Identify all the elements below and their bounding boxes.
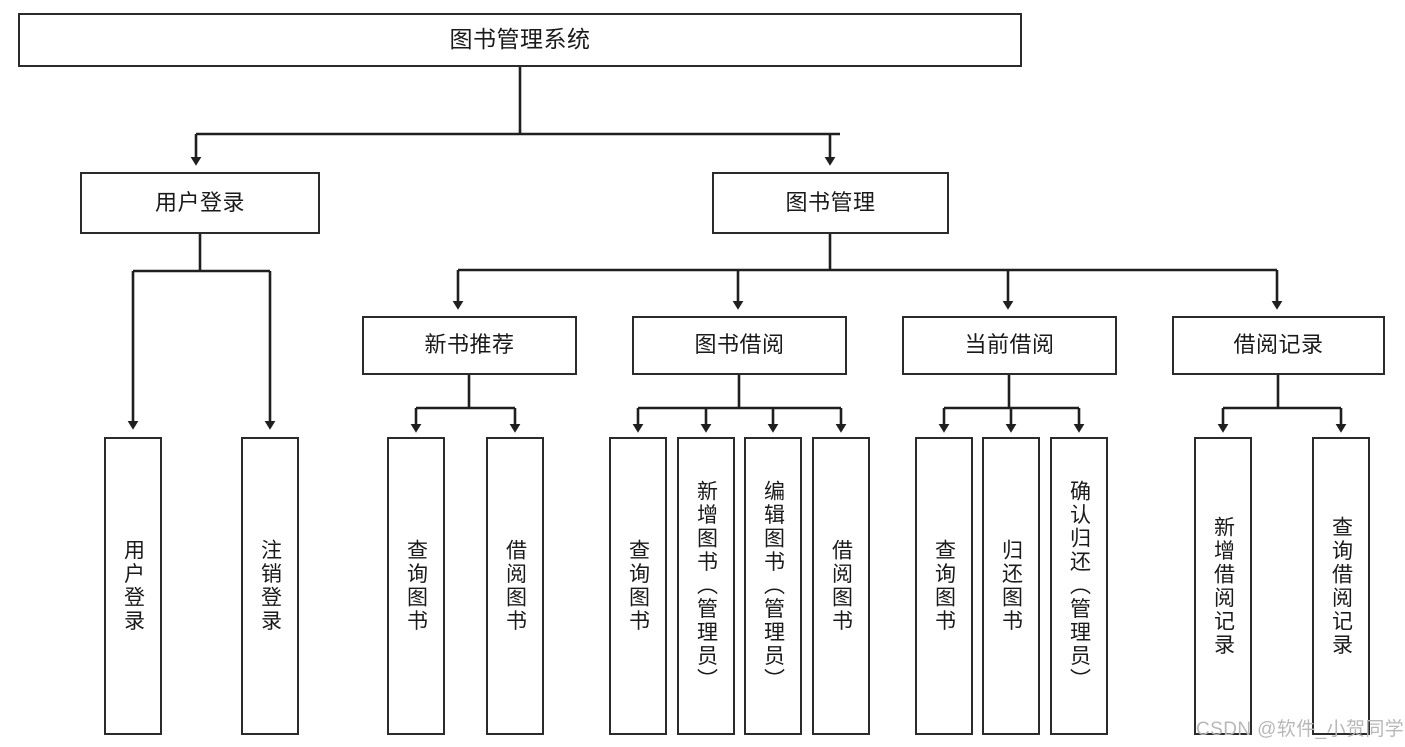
- node-book-borrow[interactable]: 图书借阅: [632, 316, 847, 375]
- node-leaf-query-book-rec-label: 查询图书: [404, 539, 428, 633]
- node-leaf-query-book-rec[interactable]: 查询图书: [387, 437, 445, 735]
- node-borrow-record[interactable]: 借阅记录: [1172, 316, 1385, 375]
- node-book-borrow-label: 图书借阅: [694, 332, 785, 358]
- csdn-watermark: CSDN @软件_小贺同学: [1196, 719, 1405, 740]
- node-leaf-edit-book[interactable]: 编辑图书（管理员）: [744, 437, 802, 735]
- node-leaf-borrow-book-rec[interactable]: 借阅图书: [486, 437, 544, 735]
- node-user-login[interactable]: 用户登录: [80, 172, 320, 234]
- node-book-manage[interactable]: 图书管理: [712, 172, 949, 234]
- node-leaf-query-book-label: 查询图书: [626, 539, 650, 633]
- node-leaf-return-book[interactable]: 归还图书: [982, 437, 1040, 735]
- node-leaf-query-book[interactable]: 查询图书: [609, 437, 667, 735]
- node-leaf-user-logout-label: 注销登录: [258, 539, 282, 633]
- node-user-login-label: 用户登录: [154, 189, 245, 215]
- node-new-book-rec[interactable]: 新书推荐: [362, 316, 577, 375]
- node-new-book-rec-label: 新书推荐: [424, 332, 515, 358]
- node-book-manage-label: 图书管理: [785, 189, 876, 215]
- node-leaf-borrow-book-label: 借阅图书: [829, 539, 853, 633]
- node-leaf-confirm-return[interactable]: 确认归还（管理员）: [1050, 437, 1108, 735]
- node-leaf-user-login[interactable]: 用户登录: [104, 437, 162, 735]
- node-leaf-borrow-book[interactable]: 借阅图书: [812, 437, 870, 735]
- node-leaf-query-book-cur[interactable]: 查询图书: [915, 437, 973, 735]
- node-leaf-user-logout[interactable]: 注销登录: [241, 437, 299, 735]
- node-leaf-user-login-label: 用户登录: [121, 539, 145, 633]
- node-leaf-edit-book-label: 编辑图书（管理员）: [761, 480, 785, 692]
- node-root-label: 图书管理系统: [449, 26, 591, 53]
- node-borrow-record-label: 借阅记录: [1233, 332, 1324, 358]
- node-leaf-query-record-label: 查询借阅记录: [1329, 515, 1353, 657]
- node-leaf-query-book-cur-label: 查询图书: [932, 539, 956, 633]
- node-leaf-query-record[interactable]: 查询借阅记录: [1312, 437, 1370, 735]
- node-leaf-confirm-return-label: 确认归还（管理员）: [1067, 480, 1091, 692]
- node-root[interactable]: 图书管理系统: [18, 13, 1022, 67]
- node-leaf-return-book-label: 归还图书: [999, 539, 1023, 633]
- node-current-borrow-label: 当前借阅: [964, 332, 1055, 358]
- node-leaf-add-record[interactable]: 新增借阅记录: [1194, 437, 1252, 735]
- node-leaf-add-record-label: 新增借阅记录: [1211, 515, 1235, 657]
- node-leaf-add-book[interactable]: 新增图书（管理员）: [677, 437, 735, 735]
- node-leaf-borrow-book-rec-label: 借阅图书: [503, 539, 527, 633]
- node-leaf-add-book-label: 新增图书（管理员）: [694, 480, 718, 692]
- node-current-borrow[interactable]: 当前借阅: [902, 316, 1117, 375]
